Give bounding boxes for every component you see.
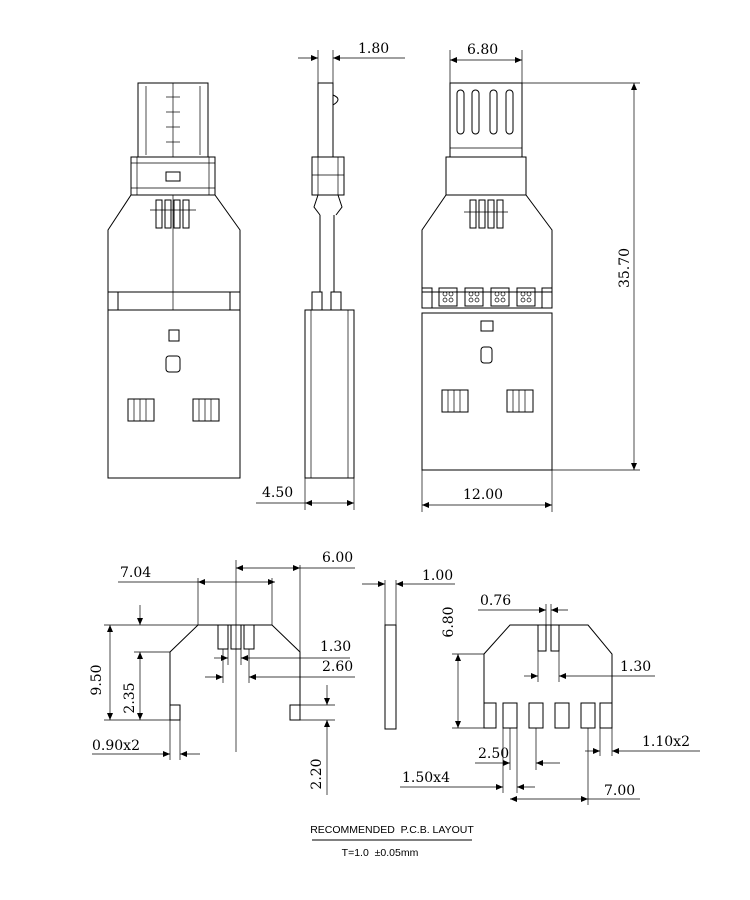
dim-overall-length: 35.70 (617, 248, 633, 288)
dim-front-side-plug-thickness: 1.80 (358, 41, 389, 57)
dim-pcb-thickness: 1.00 (422, 568, 453, 584)
dim-back-usb-width: 12.00 (463, 487, 503, 503)
dim-front-side-base-thickness: 4.50 (262, 485, 293, 501)
dim-pcb-a-pin-pitch: 2.60 (322, 659, 353, 675)
pcb-layout-b (400, 604, 700, 805)
dim-pcb-a-pitch: 6.00 (322, 550, 353, 566)
back-view (421, 50, 640, 512)
caption-title: RECOMMENDED P.C.B. LAYOUT (310, 824, 474, 836)
pcb-layout-a (92, 560, 355, 795)
front-view (107, 82, 241, 479)
dim-pcb-a-offset: 7.04 (120, 565, 151, 581)
dim-pcb-b-pad-pitch: 2.50 (478, 746, 509, 762)
dim-pcb-a-slot-length: 2.20 (309, 758, 325, 789)
dim-pcb-a-pad-depth: 2.35 (122, 682, 138, 713)
side-view (256, 50, 405, 510)
caption-tolerance: T=1.0 ±0.05mm (342, 847, 419, 859)
pcb-thickness-view (362, 580, 455, 730)
dim-pcb-a-height: 9.50 (89, 664, 105, 695)
dim-back-micro-width: 6.80 (467, 42, 498, 58)
dim-pcb-b-pad-width: 1.10x2 (642, 734, 690, 750)
dim-pcb-b-slot-width: 1.30 (620, 659, 651, 675)
dim-pcb-a-slot-width: 0.90x2 (92, 738, 140, 754)
dim-pcb-b-slot-gap: 0.76 (480, 593, 511, 609)
dim-pcb-b-height: 6.80 (441, 606, 457, 637)
dim-pcb-a-pin-width: 1.30 (320, 639, 351, 655)
dim-pcb-b-total-width: 7.00 (604, 783, 635, 799)
dim-pcb-b-pad-length: 1.50x4 (402, 770, 450, 786)
